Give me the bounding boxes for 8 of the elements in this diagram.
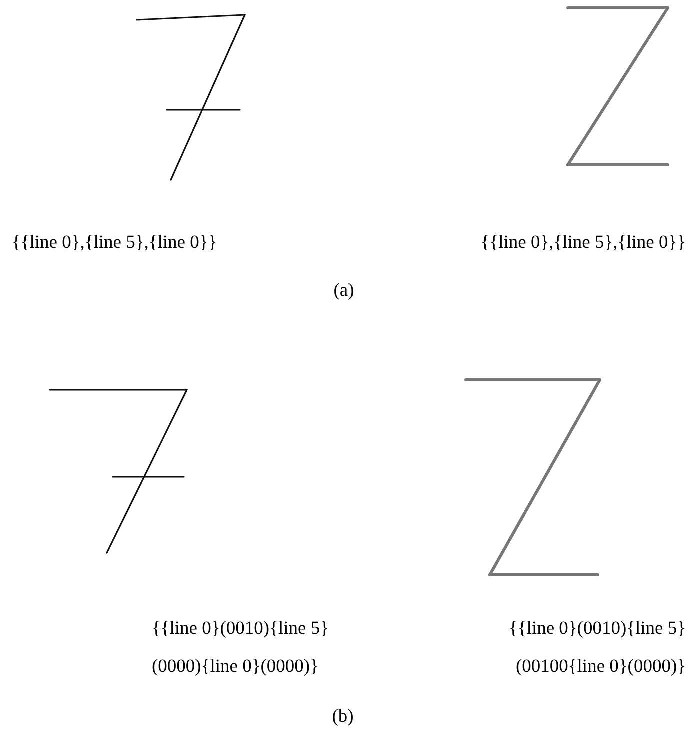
stroke-sequence-text: {{line 0}(0010){line 5}: [152, 619, 329, 640]
panel-label: (b): [332, 707, 354, 728]
stroke-sequence-text: (00100{line 0}(0000)}: [516, 657, 686, 678]
stroke-sequence-text: {{line 0}(0010){line 5}: [509, 619, 686, 640]
stroke-sequence-text: {{line 0},{line 5},{line 0}}: [12, 233, 218, 254]
stroke-sequence-text: {{line 0},{line 5},{line 0}}: [480, 233, 686, 254]
panel-label: (a): [334, 281, 354, 302]
stroke-sequence-text: (0000){line 0}(0000)}: [152, 657, 319, 678]
